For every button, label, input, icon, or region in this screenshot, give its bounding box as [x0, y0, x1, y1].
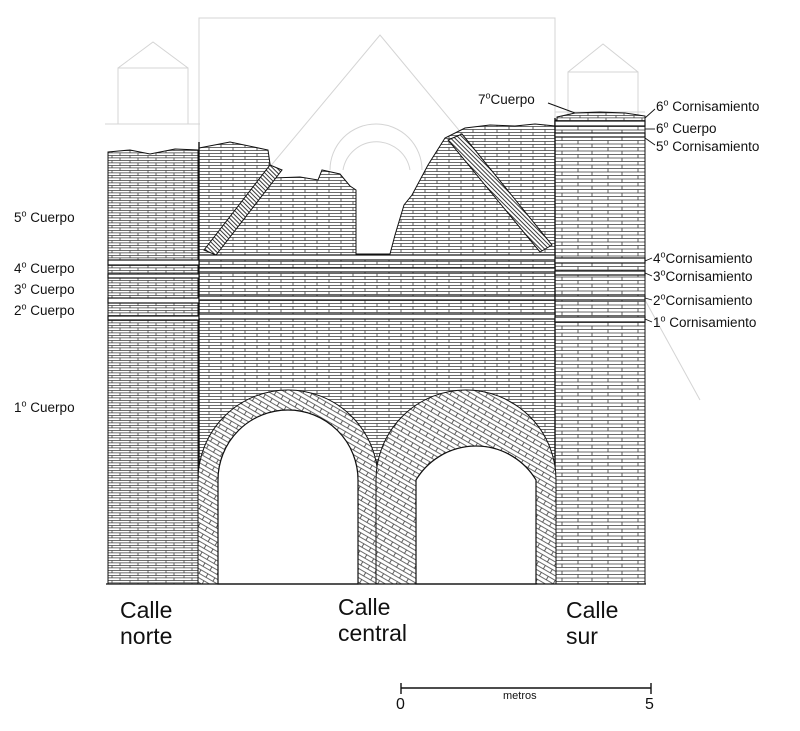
- label-1-cuerpo: 1o Cuerpo: [14, 398, 75, 415]
- south-tower-top-block: [556, 111, 646, 122]
- label-3-cuerpo: 3o Cuerpo: [14, 280, 75, 297]
- right-leaders: [644, 108, 656, 323]
- arch-right: [375, 389, 557, 585]
- label-2-cornisamiento: 2oCornisamiento: [653, 291, 753, 308]
- label-6-cornisamiento: 6o Cornisamiento: [656, 97, 760, 114]
- arch-opening-right: [415, 445, 537, 585]
- north-tower-masonry: [107, 148, 199, 585]
- arch-opening-left: [217, 409, 359, 585]
- south-tower-masonry: [554, 119, 646, 585]
- label-1-cornisamiento: 1o Cornisamiento: [653, 313, 757, 330]
- label-5-cuerpo: 5o Cuerpo: [14, 208, 75, 225]
- label-3-cornisamiento: 3oCornisamiento: [653, 267, 753, 284]
- label-7-cuerpo: 7oCuerpo: [478, 90, 535, 107]
- label-2-cuerpo: 2o Cuerpo: [14, 301, 75, 318]
- label-4-cuerpo: 4o Cuerpo: [14, 259, 75, 276]
- scale-unit-label: metros: [503, 690, 537, 702]
- label-4-cornisamiento: 4oCornisamiento: [653, 249, 753, 266]
- label-6-cuerpo: 6o Cuerpo: [656, 119, 717, 136]
- leader-7-cuerpo: [547, 102, 576, 114]
- scale-bar: [400, 683, 652, 694]
- scale-start-label: 0: [396, 696, 405, 713]
- scale-end-label: 5: [645, 696, 654, 713]
- arch-left: [197, 389, 379, 585]
- label-5-cornisamiento: 5o Cornisamiento: [656, 137, 760, 154]
- pediment-band-right: [447, 133, 553, 253]
- pediment-band-left: [203, 164, 283, 256]
